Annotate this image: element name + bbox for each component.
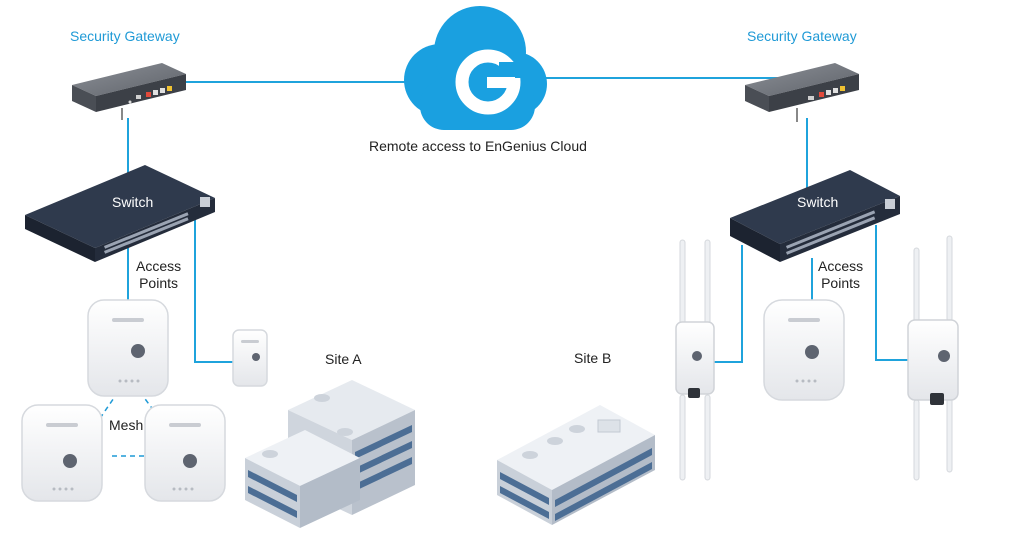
site-b-gateway-label: Security Gateway xyxy=(747,28,857,44)
site-a-switch-label: Switch xyxy=(112,194,154,210)
ceiling-access-point-icon xyxy=(87,299,169,397)
site-b-ap-label: Access Points xyxy=(818,258,863,292)
cloud-icon xyxy=(404,6,547,130)
ceiling-access-point-icon xyxy=(763,299,845,401)
network-switch-icon xyxy=(730,170,900,262)
site-a-gateway-label: Security Gateway xyxy=(70,28,180,44)
network-switch-icon xyxy=(25,165,215,262)
security-gateway-icon xyxy=(745,63,859,122)
site-a-label: Site A xyxy=(325,351,362,367)
site-b-ap-label-line1: Access xyxy=(818,258,864,274)
network-links xyxy=(127,77,912,363)
link-switch-b-outdoor-right xyxy=(875,225,912,361)
engenius-g-logo xyxy=(455,49,521,115)
site-b-switch-label: Switch xyxy=(797,194,839,210)
link-switch-b-outdoor-left xyxy=(712,245,743,363)
security-gateway-icon xyxy=(72,63,186,120)
office-building-icon xyxy=(497,405,655,525)
site-b-label: Site B xyxy=(574,350,612,366)
cloud-label: Remote access to EnGenius Cloud xyxy=(369,138,587,154)
site-a-ap-label-line1: Access xyxy=(136,258,182,274)
wall-access-point-icon xyxy=(232,329,268,387)
mesh-label: Mesh xyxy=(109,417,144,433)
site-a-ap-label-line2: Points xyxy=(139,275,179,291)
office-building-icon xyxy=(245,380,415,528)
ceiling-access-point-icon xyxy=(21,404,103,502)
site-a-ap-label: Access Points xyxy=(136,258,181,292)
ceiling-access-point-icon xyxy=(144,404,226,502)
outdoor-access-point-icon xyxy=(907,235,959,481)
link-switch-a-wall-ap xyxy=(194,215,235,363)
outdoor-access-point-icon xyxy=(675,239,715,481)
site-b-ap-label-line2: Points xyxy=(821,275,861,291)
